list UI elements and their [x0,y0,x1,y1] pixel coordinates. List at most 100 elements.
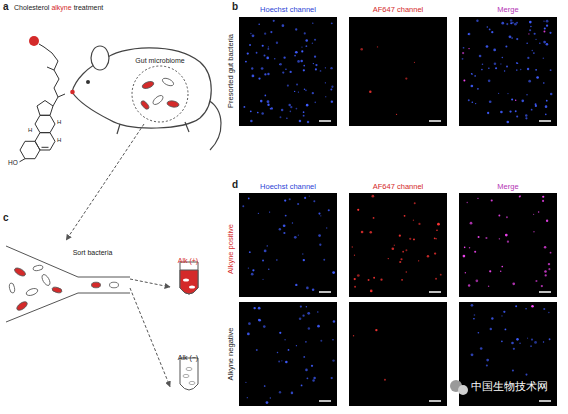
fluorescent-cell [463,79,465,81]
fluorescent-cell [533,214,534,215]
fluorescent-cell [437,223,440,226]
fluorescent-cell [307,121,309,123]
fluorescent-cell [296,345,297,346]
fluorescent-cell [507,241,509,243]
fluorescent-cell [249,251,251,253]
fluorescent-cell [276,259,278,261]
fluorescent-cell [267,48,269,50]
fluorescent-cell [468,48,469,49]
fluorescent-cell [248,198,250,200]
fluorescent-cell [535,280,537,282]
scale-bar [429,120,441,122]
fluorescent-cell [489,270,491,272]
micrograph-panel [349,17,447,126]
fluorescent-cell [404,215,406,217]
scale-bar [539,291,551,293]
fluorescent-cell [549,338,551,340]
fluorescent-cell [308,327,310,329]
fluorescent-cell [434,238,436,240]
fluorescent-cell [500,111,503,114]
fluorescent-cell [464,247,466,249]
dashed-arrow [130,279,170,287]
fluorescent-cell [529,29,531,31]
fluorescent-cell [268,269,270,271]
fluorescent-cell [297,60,300,63]
cholesterol-molecule [58,94,65,97]
fluorescent-cell [295,284,297,286]
fluorescent-cell [506,23,508,25]
sorted-bacteria [33,265,44,272]
fluorescent-cell [249,44,251,46]
fluorescent-cell [510,19,513,22]
panel-letter: c [3,212,9,224]
fluorescent-cell [501,340,503,342]
fluorescent-cell [526,42,528,44]
fluorescent-cell [326,227,328,229]
gut-bacteria [161,77,174,88]
fluorescent-cell [488,285,489,286]
fluorescent-cell [505,45,507,47]
fluorescent-cell [440,274,442,276]
fluorescent-cell [242,205,244,207]
fluorescent-cell [516,69,518,71]
fluorescent-cell [485,237,487,239]
fluorescent-cell [267,245,268,246]
fluorescent-cell [535,105,537,107]
mouse-drawing [70,90,75,95]
fluorescent-cell [542,196,544,198]
fluorescent-cell [469,247,470,248]
sorter-channel [6,246,130,322]
fluorescent-cell [306,104,308,106]
fluorescent-cell [543,82,545,84]
fluorescent-cell [258,77,260,79]
fluorescent-cell [282,24,285,27]
fluorescent-cell [526,94,528,96]
fluorescent-cell [377,46,378,47]
fluorescent-cell [262,45,264,47]
gut-bacteria [140,100,150,111]
fluorescent-cell [268,46,269,47]
fluorescent-cell [495,67,497,69]
fluorescent-cell [414,62,415,63]
gut-bacteria [167,100,180,108]
fluorescent-cell [250,110,252,112]
fluorescent-cell [247,333,250,336]
fluorescent-cell [301,50,303,52]
fluorescent-cell [319,244,321,246]
fluorescent-cell [545,274,547,276]
tube-drawing [180,262,198,294]
fluorescent-cell [284,199,286,201]
fluorescent-cell [414,202,416,204]
fluorescent-cell [517,63,518,64]
fluorescent-cell [509,35,512,38]
fluorescent-cell [405,271,407,273]
fluorescent-cell [476,20,478,22]
fluorescent-cell [294,236,297,239]
fluorescent-cell [500,271,501,272]
fluorescent-cell [510,22,512,24]
fluorescent-cell [256,349,258,351]
fluorescent-cell [507,93,508,94]
tube-drawing [180,358,198,390]
scale-bar [539,400,551,402]
fluorescent-cell [392,247,395,250]
fluorescent-cell [546,100,548,102]
fluorescent-cell [489,100,492,103]
channel-heading: Hoechst channel [260,183,316,192]
fluorescent-cell [486,45,489,48]
fluorescent-cell [534,341,537,344]
fluorescent-cell [288,104,290,106]
tube-drawing [183,374,189,377]
fluorescent-cell [468,284,470,286]
fluorescent-cell [258,24,260,26]
fluorescent-cell [247,397,248,398]
fluorescent-cell [548,263,550,265]
fluorescent-cell [285,215,287,217]
fluorescent-cell [289,198,291,200]
treatment-title: alkyne [51,4,71,12]
row-label: Presorted gut bacteria [227,34,236,108]
panel-letter: d [232,179,238,191]
fluorescent-cell [313,377,316,380]
fluorescent-cell [471,304,474,307]
fluorescent-cell [360,48,363,51]
